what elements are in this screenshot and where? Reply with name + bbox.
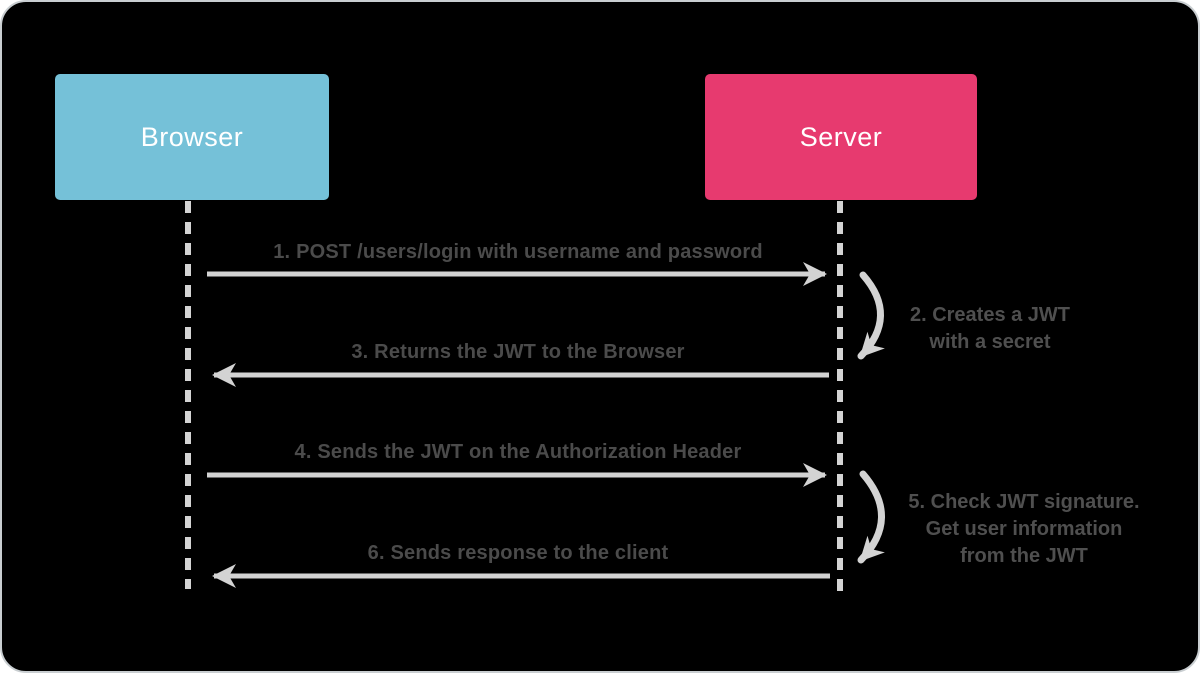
lifeline-server <box>837 201 843 595</box>
lifeline-browser <box>185 201 191 589</box>
actor-label-browser: Browser <box>140 121 244 152</box>
note-label-2: 2. Creates a JWT with a secret <box>880 302 1100 356</box>
note-label-5: 5. Check JWT signature. Get user informa… <box>895 489 1153 570</box>
note-5-line-2: Get user information <box>925 518 1123 540</box>
self-arrow-2 <box>857 271 885 360</box>
note-5-line-1: 5. Check JWT signature. <box>908 491 1140 513</box>
self-arrow-5 <box>857 470 885 564</box>
message-label-1: 1. POST /users/login with username and p… <box>273 241 763 263</box>
note-2-line-2: with a secret <box>929 331 1051 353</box>
actor-box-server: Server <box>705 74 977 200</box>
actor-box-browser: Browser <box>55 74 329 200</box>
message-label-4: 4. Sends the JWT on the Authorization He… <box>294 441 742 463</box>
actor-label-server: Server <box>799 121 883 152</box>
note-2-line-1: 2. Creates a JWT <box>909 304 1071 326</box>
message-label-6: 6. Sends response to the client <box>367 542 669 564</box>
note-5-line-3: from the JWT <box>960 545 1088 567</box>
message-label-3: 3. Returns the JWT to the Browser <box>351 341 685 363</box>
